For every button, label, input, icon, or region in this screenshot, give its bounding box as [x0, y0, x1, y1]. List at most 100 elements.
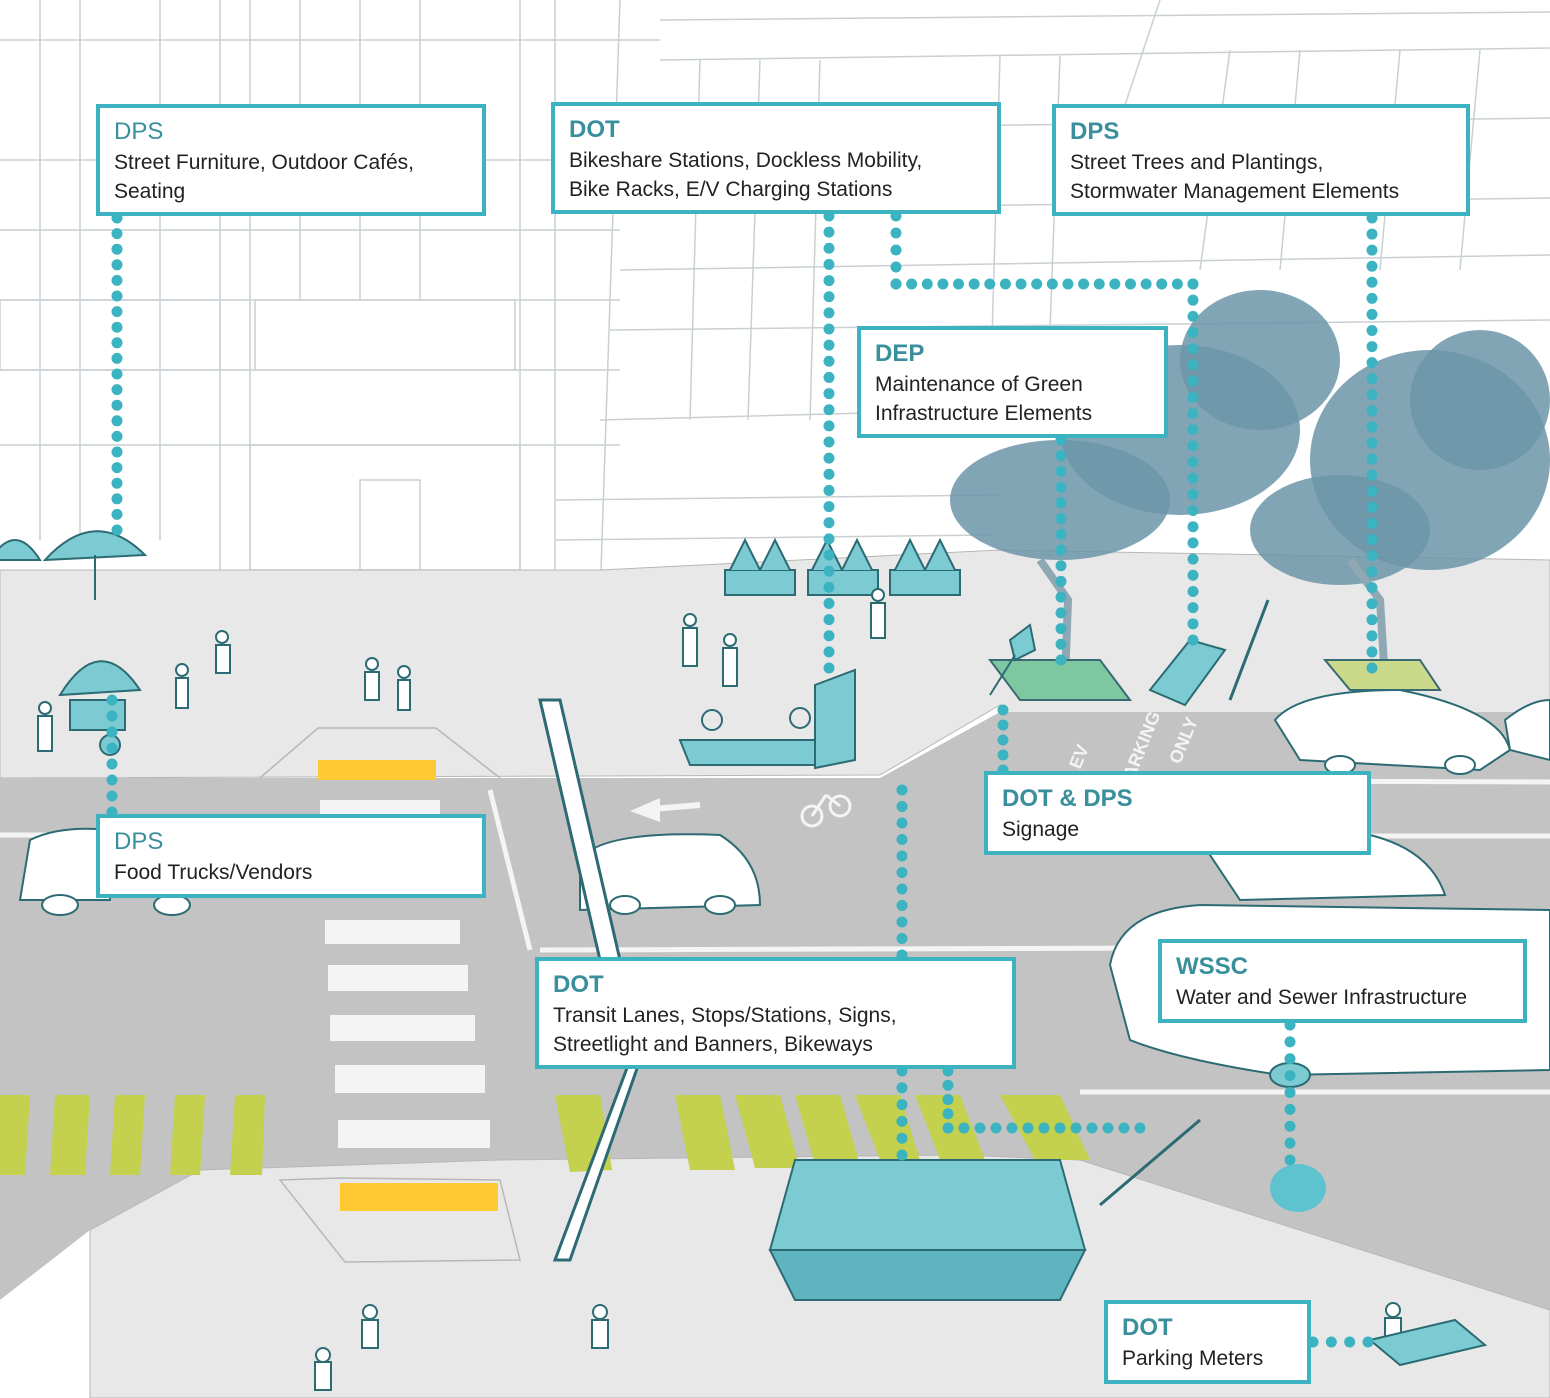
leader-dot [1366, 325, 1378, 336]
leader-dot [823, 339, 835, 351]
leader-dot [1366, 469, 1378, 481]
leader-dot [890, 261, 902, 273]
leader-dot [1366, 566, 1378, 578]
leader-dot [890, 227, 902, 239]
leader-dot [1284, 1087, 1296, 1098]
leader-dot [111, 368, 123, 380]
callout-dps-street-trees: DPS Street Trees and Plantings, Stormwat… [1052, 104, 1470, 216]
leader-dot [823, 662, 835, 674]
leader-dot [1015, 278, 1027, 290]
leader-dot [1171, 278, 1183, 290]
leader-dot [1366, 550, 1378, 561]
leader-dot [111, 477, 123, 489]
leader-dot [1284, 1120, 1296, 1132]
leader-dot [111, 306, 123, 318]
leader-dot [1031, 278, 1043, 290]
manhole [1270, 1164, 1326, 1212]
leader-dot [1344, 1336, 1356, 1348]
leader-dot [111, 508, 123, 520]
leader-dot [1284, 1137, 1296, 1149]
leader-lines [106, 210, 1378, 1348]
callout-dot-dps-signage: DOT & DPS Signage [984, 771, 1371, 855]
bus-shelter [768, 1159, 1087, 1301]
leader-dot [896, 1082, 908, 1094]
leader-dot [896, 834, 908, 845]
leader-dot [1366, 453, 1378, 465]
street-trees [950, 290, 1550, 585]
leader-dot [1055, 497, 1067, 509]
planters [724, 537, 961, 596]
leader-dot [1284, 1036, 1296, 1048]
leader-dot [823, 275, 835, 287]
leader-dot [823, 501, 835, 513]
leader-dot [823, 484, 835, 496]
leader-dot [1366, 485, 1378, 497]
callout-agency: DPS [114, 118, 164, 145]
leader-dot [1366, 357, 1378, 369]
leader-dot [958, 1122, 970, 1134]
leader-dot [896, 1099, 908, 1111]
leader-dot [942, 1108, 954, 1120]
leader-dot [106, 758, 118, 770]
leader-dot [1055, 528, 1067, 540]
leader-dot [823, 646, 835, 658]
leader-dot [823, 323, 835, 335]
leader-dot [890, 244, 902, 256]
leader-dot [1187, 537, 1199, 549]
leader-dot [1055, 465, 1067, 477]
leader-dot [896, 883, 908, 895]
leader-dot [111, 352, 123, 364]
leader-dot [1055, 544, 1067, 556]
leader-dot [997, 749, 1009, 761]
leader-dot [1055, 575, 1067, 587]
leader-dot [906, 278, 918, 290]
leader-dot [106, 694, 118, 706]
callout-agency: WSSC [1176, 953, 1248, 980]
leader-dot [1366, 582, 1378, 594]
leader-dot [1140, 278, 1152, 290]
leader-dot [1187, 391, 1199, 403]
leader-dot [1366, 501, 1378, 513]
leader-dot [111, 462, 123, 474]
leader-dot [823, 355, 835, 367]
leader-dot [1366, 437, 1378, 449]
leader-dot [896, 916, 908, 928]
callout-desc-line: Stormwater Management Elements [1070, 180, 1400, 203]
callout-agency: DOT [1122, 1314, 1173, 1341]
callout-desc-line: Transit Lanes, Stops/Stations, Signs, [553, 1004, 897, 1027]
leader-dot [1366, 533, 1378, 545]
leader-dot [997, 704, 1009, 716]
leader-dot [896, 784, 908, 796]
leader-dot [111, 290, 123, 302]
leader-dot [953, 278, 965, 290]
leader-dot [1284, 1103, 1296, 1115]
leader-dot [1366, 276, 1378, 288]
callout-desc-line: Bike Racks, E/V Charging Stations [569, 178, 893, 201]
leader-dot [990, 1122, 1002, 1134]
callout-wssc-water-sewer: WSSC Water and Sewer Infrastructure [1158, 939, 1527, 1023]
leader-dot [1187, 294, 1199, 306]
callout-desc-line: Streetlight and Banners, Bikeways [553, 1033, 873, 1056]
leader-dot [1366, 244, 1378, 256]
leader-dot [1325, 1336, 1337, 1348]
leader-dot [1187, 310, 1199, 322]
leader-dot [106, 790, 118, 802]
leader-dot [823, 404, 835, 416]
ev-charger [1148, 638, 1227, 707]
leader-dot [1055, 560, 1067, 572]
leader-dot [1055, 654, 1067, 666]
leader-dot [111, 321, 123, 333]
leader-dot [896, 933, 908, 944]
leader-dot [823, 258, 835, 270]
leader-dot [1284, 1070, 1296, 1082]
leader-dot [1366, 292, 1378, 304]
leader-dot [1366, 308, 1378, 320]
leader-dot [997, 734, 1009, 746]
leader-dot [896, 1132, 908, 1144]
leader-dot [1362, 1336, 1374, 1348]
leader-dot [1055, 481, 1067, 493]
leader-dot [942, 1094, 954, 1105]
leader-dot [111, 415, 123, 427]
callout-desc-line: Food Trucks/Vendors [114, 861, 313, 884]
leader-dot [1046, 278, 1058, 290]
